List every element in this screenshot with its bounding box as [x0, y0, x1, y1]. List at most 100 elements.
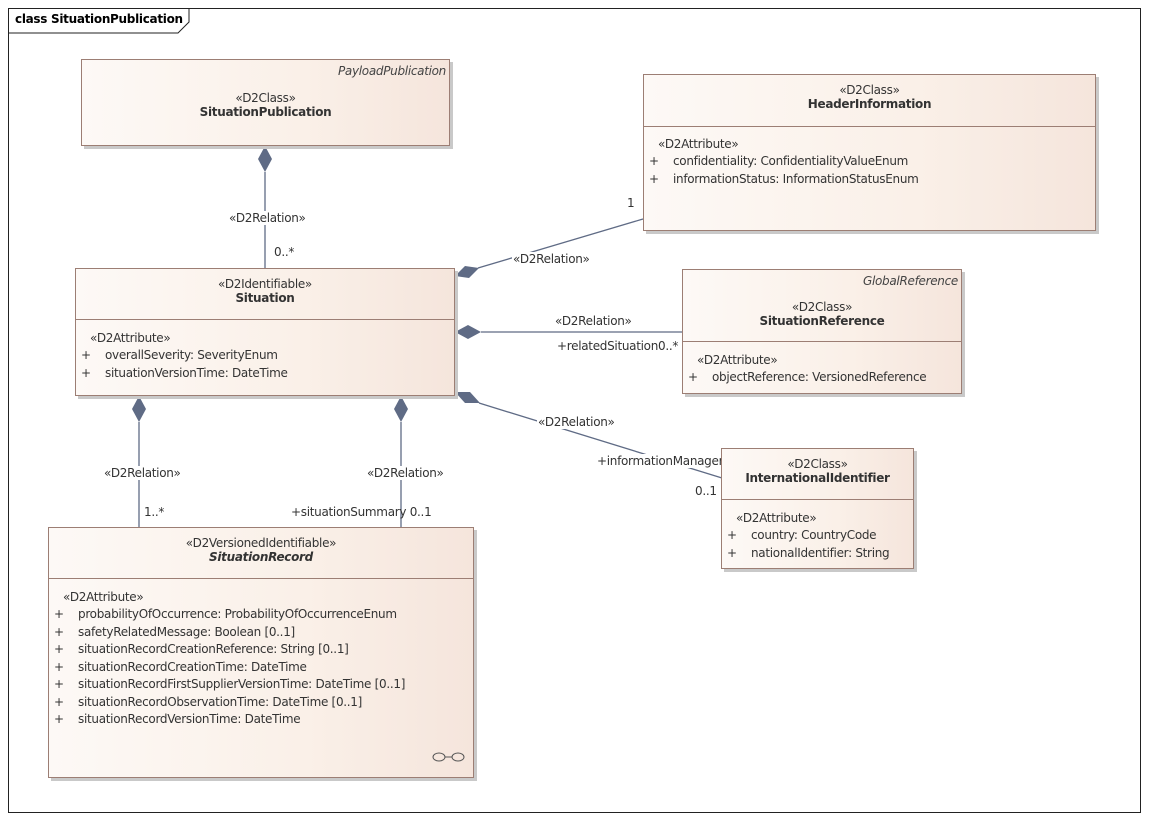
visibility-marker: + [649, 171, 659, 186]
class-header: «D2Identifiable» Situation [76, 269, 454, 320]
visibility-marker: + [54, 624, 64, 639]
visibility-marker: + [54, 712, 64, 726]
visibility-marker: + [727, 545, 737, 560]
visibility-marker: + [54, 694, 64, 709]
role-label: +informationManager [596, 454, 725, 468]
attribute-text: situationVersionTime: DateTime [105, 365, 288, 380]
class-stereotype: «D2Class» [787, 457, 848, 471]
class-name: Situation [235, 291, 295, 305]
role-label: +situationSummary 0..1 [291, 505, 432, 519]
attribute-text: safetyRelatedMessage: Boolean [0..1] [78, 624, 295, 639]
link-icon[interactable] [432, 751, 466, 763]
composition-diamond-icon [132, 396, 146, 422]
multiplicity-label: 0..1 [695, 484, 717, 498]
attribute-text: situationRecordCreationTime: DateTime [78, 659, 307, 674]
class-name: InternationalIdentifier [745, 471, 890, 485]
frame-tab-outline [8, 8, 190, 34]
attribute-text: situationRecordVersionTime: DateTime [78, 712, 301, 726]
multiplicity-label: 0..1 [409, 505, 432, 519]
class-international-identifier[interactable]: «D2Class» InternationalIdentifier «D2Att… [721, 448, 914, 569]
class-stereotype: «D2VersionedIdentifiable» [185, 536, 337, 550]
visibility-marker: + [54, 677, 64, 691]
attribute-text: probabilityOfOccurrence: ProbabilityOfOc… [78, 607, 397, 621]
relation-stereotype-label: «D2Relation» [103, 466, 182, 480]
class-header: «D2Class» HeaderInformation [644, 75, 1095, 127]
multiplicity-label: 1..* [144, 505, 165, 519]
class-header: «D2VersionedIdentifiable» SituationRecor… [49, 528, 473, 579]
parent-class-label: PayloadPublication [337, 64, 446, 78]
attribute-text: confidentiality: ConfidentialityValueEnu… [673, 154, 909, 168]
attribute-row[interactable]: + situationRecordObservationTime: DateTim… [49, 694, 473, 712]
diagram-title: class SituationPublication [15, 12, 183, 26]
attribute-row[interactable]: + safetyRelatedMessage: Boolean [0..1] [49, 624, 473, 642]
attribute-stereotype: «D2Attribute» [736, 511, 817, 525]
connector-situation-header[interactable] [477, 218, 644, 269]
role-name: +situationSummary [291, 505, 407, 519]
visibility-marker: + [727, 528, 737, 542]
attribute-row[interactable]: + overallSeverity: SeverityEnum [76, 347, 454, 365]
visibility-marker: + [54, 607, 64, 621]
visibility-marker: + [81, 365, 91, 380]
visibility-marker: + [54, 642, 64, 656]
multiplicity-label: 0..* [274, 245, 295, 259]
parent-class-label: GlobalReference [862, 274, 958, 288]
class-header: PayloadPublication «D2Class» SituationPu… [82, 60, 449, 145]
class-attributes: «D2Attribute» + country: CountryCode + nat… [722, 500, 913, 562]
attribute-row[interactable]: + situationRecordCreationReference: Strin… [49, 641, 473, 659]
class-stereotype: «D2Class» [839, 83, 900, 97]
relation-stereotype-label: «D2Relation» [555, 314, 632, 328]
diagram-frame [8, 8, 1141, 813]
attribute-row[interactable]: + situationRecordCreationTime: DateTime [49, 659, 473, 677]
composition-diamond-icon [258, 146, 272, 172]
composition-diamond-icon [455, 392, 480, 403]
class-name: SituationReference [759, 314, 885, 328]
class-header-information[interactable]: «D2Class» HeaderInformation «D2Attribute… [643, 74, 1096, 231]
attribute-text: nationalIdentifier: String [751, 545, 890, 560]
class-attributes: «D2Attribute» + overallSeverity: Severity… [76, 320, 454, 382]
class-situation[interactable]: «D2Identifiable» Situation «D2Attribute»… [75, 268, 455, 396]
attribute-row[interactable]: + nationalIdentifier: String [722, 545, 913, 563]
attribute-stereotype: «D2Attribute» [63, 590, 144, 604]
attribute-stereotype: «D2Attribute» [697, 353, 778, 367]
attribute-row[interactable]: + confidentiality: ConfidentialityValueEn… [644, 153, 1095, 171]
visibility-marker: + [649, 154, 659, 168]
attribute-row[interactable]: +objectReference: VersionedReference [683, 369, 961, 387]
multiplicity-label: 1 [627, 196, 635, 210]
class-situation-publication[interactable]: PayloadPublication «D2Class» SituationPu… [81, 59, 450, 146]
relation-stereotype-label: «D2Relation» [366, 466, 445, 480]
class-name: SituationPublication [199, 105, 332, 119]
composition-diamond-icon [455, 325, 481, 339]
class-header: «D2Class» InternationalIdentifier [722, 449, 913, 500]
attribute-row[interactable]: +informationStatus: InformationStatusEnu… [644, 171, 1095, 189]
role-name: +relatedSituation [557, 339, 659, 353]
attribute-text: situationRecordObservationTime: DateTime… [78, 694, 363, 709]
class-situation-reference[interactable]: GlobalReference «D2Class» SituationRefer… [682, 269, 962, 394]
attribute-text: situationRecordCreationReference: String… [78, 642, 349, 656]
attribute-text: country: CountryCode [751, 528, 877, 542]
class-header: GlobalReference «D2Class» SituationRefer… [683, 270, 961, 342]
attribute-row[interactable]: + country: CountryCode [722, 527, 913, 545]
visibility-marker: + [81, 348, 91, 362]
class-name: HeaderInformation [807, 97, 932, 111]
attribute-row[interactable]: + situationVersionTime: DateTime [76, 365, 454, 383]
relation-stereotype-label: «D2Relation» [228, 211, 307, 225]
class-stereotype: «D2Identifiable» [218, 277, 312, 291]
visibility-marker: + [54, 659, 64, 674]
relation-stereotype-label: «D2Relation» [537, 415, 616, 429]
attribute-text: overallSeverity: SeverityEnum [105, 348, 278, 362]
composition-diamond-icon [455, 266, 479, 278]
multiplicity-label: 0..* [658, 339, 679, 353]
visibility-marker: + [688, 370, 698, 384]
relation-stereotype-label: «D2Relation» [512, 252, 591, 266]
attribute-stereotype: «D2Attribute» [658, 137, 739, 151]
attribute-row[interactable]: + probabilityOfOccurrence: ProbabilityOfO… [49, 606, 473, 624]
class-situation-record[interactable]: «D2VersionedIdentifiable» SituationRecor… [48, 527, 474, 778]
class-attributes: «D2Attribute» + confidentiality: Confiden… [644, 127, 1095, 188]
class-attributes: «D2Attribute» + probabilityOfOccurrence: … [49, 579, 473, 729]
composition-diamond-icon [394, 396, 408, 422]
attribute-row[interactable]: + situationRecordFirstSupplierVersionTime… [49, 676, 473, 694]
attribute-row[interactable]: + situationRecordVersionTime: DateTime [49, 711, 473, 729]
attribute-text: situationRecordFirstSupplierVersionTime:… [78, 677, 406, 691]
attribute-stereotype: «D2Attribute» [90, 331, 171, 345]
role-label: +relatedSituation0..* [557, 339, 678, 353]
